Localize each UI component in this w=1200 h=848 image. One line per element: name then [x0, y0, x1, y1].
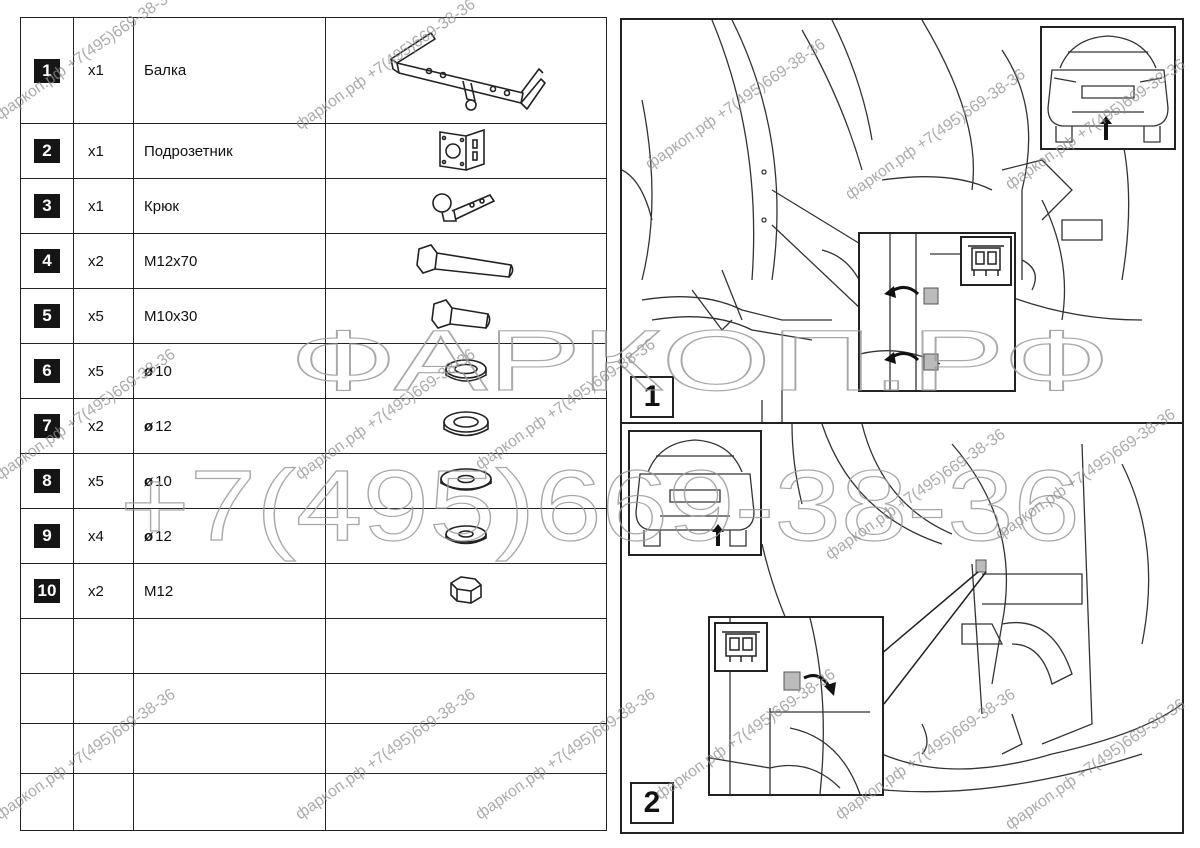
connector-clip-inset	[714, 622, 768, 672]
car-rear-icon	[635, 439, 755, 547]
flat-washer-small-icon	[445, 525, 487, 545]
car-rear-icon	[1047, 35, 1169, 143]
part-name: M12x70	[133, 233, 326, 289]
part-quantity: x4	[73, 508, 134, 564]
part-quantity: x2	[73, 563, 134, 619]
detail-zoom-illustration	[860, 234, 1010, 390]
diameter-symbol: ø	[144, 472, 154, 490]
hex-nut-icon	[450, 576, 482, 604]
part-name: 12	[155, 527, 172, 545]
part-row: 2 x1 Подрозетник	[20, 123, 607, 179]
part-number-badge: 5	[34, 304, 60, 328]
part-quantity: x5	[73, 288, 134, 344]
part-name: M10x30	[133, 288, 326, 344]
step-2-panel: 2	[620, 422, 1184, 834]
parts-table: 1 x1 Балка	[20, 17, 607, 831]
part-quantity: x5	[73, 453, 134, 509]
tow-bar-beam-icon	[390, 31, 546, 111]
part-quantity: x1	[73, 123, 134, 179]
step-2-badge: 2	[630, 782, 674, 824]
detail-zoom-illustration	[710, 618, 870, 794]
part-quantity: x1	[73, 178, 134, 234]
spring-washer-small-icon	[445, 359, 487, 382]
part-number-badge: 3	[34, 194, 60, 218]
part-quantity: x1	[73, 17, 134, 124]
part-quantity: x5	[73, 343, 134, 399]
empty-row	[20, 773, 607, 831]
long-bolt-icon	[416, 244, 514, 278]
part-name: 12	[155, 417, 172, 435]
car-rear-view-inset	[1040, 26, 1176, 150]
connector-clip-icon	[968, 245, 1004, 276]
short-bolt-icon	[431, 299, 491, 329]
socket-bracket-icon	[439, 128, 485, 171]
part-row: 10 x2 M12	[20, 563, 607, 619]
empty-row	[20, 673, 607, 724]
step-1-panel: 1	[620, 18, 1184, 426]
part-name: M12	[133, 563, 326, 619]
detail-zoom-inset	[858, 232, 1016, 392]
car-rear-view-inset	[628, 430, 762, 556]
flat-washer-large-icon	[440, 468, 492, 491]
detail-zoom-inset	[708, 616, 884, 796]
part-number-badge: 2	[34, 139, 60, 163]
part-row: 4 x2 M12x70	[20, 233, 607, 289]
part-name: Балка	[133, 17, 326, 124]
empty-row	[20, 723, 607, 774]
empty-row	[20, 618, 607, 674]
part-name: 10	[155, 472, 172, 490]
part-number-badge: 1	[34, 58, 60, 83]
part-name: Подрозетник	[133, 123, 326, 179]
diameter-symbol: ø	[144, 417, 154, 435]
connector-clip-icon	[722, 631, 760, 662]
part-number-badge: 7	[34, 414, 60, 438]
part-number-badge: 9	[34, 524, 60, 548]
spring-washer-large-icon	[443, 411, 489, 437]
connector-clip-inset	[960, 236, 1012, 286]
step-1-badge: 1	[630, 376, 674, 418]
diameter-symbol: ø	[144, 362, 154, 380]
part-name: Крюк	[133, 178, 326, 234]
part-row: 5 x5 M10x30	[20, 288, 607, 344]
part-row: 1 x1 Балка	[20, 17, 607, 124]
part-row: 3 x1 Крюк	[20, 178, 607, 234]
part-quantity: x2	[73, 233, 134, 289]
part-number-badge: 6	[34, 359, 60, 383]
part-number-badge: 4	[34, 249, 60, 273]
part-quantity: x2	[73, 398, 134, 454]
tow-ball-hook-icon	[432, 193, 496, 222]
part-number-badge: 10	[34, 579, 60, 603]
diameter-symbol: ø	[144, 527, 154, 545]
part-name: 10	[155, 362, 172, 380]
part-number-badge: 8	[34, 469, 60, 493]
